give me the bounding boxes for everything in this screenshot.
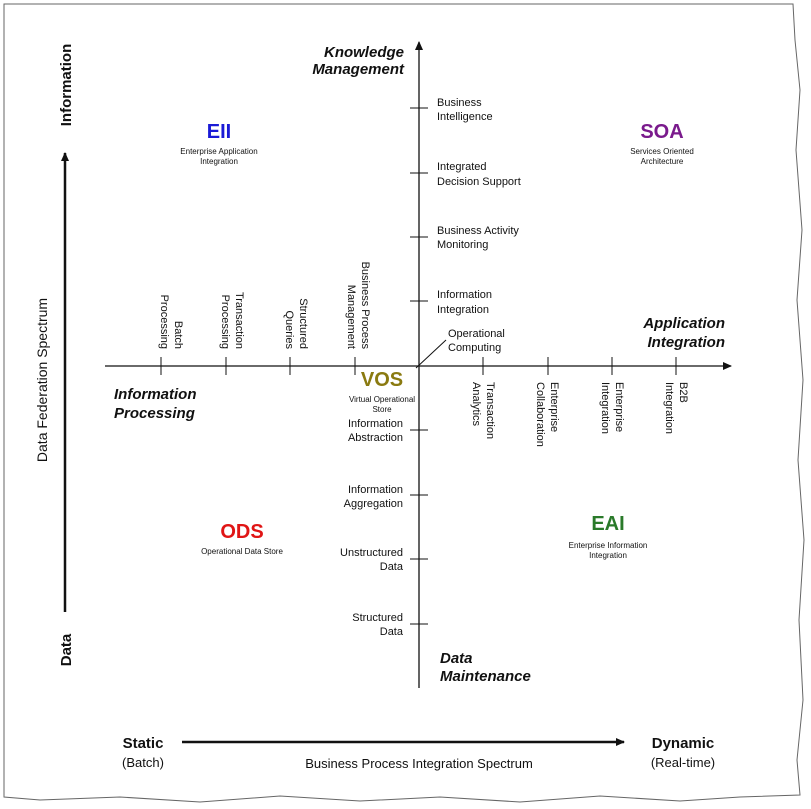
up-label-3a: Business Activity (437, 225, 519, 237)
right-label-4b: Integration (663, 382, 675, 434)
down-label-1a: Information (348, 418, 403, 430)
vos-desc-2: Store (372, 405, 392, 414)
left-label-3a: Structured (297, 298, 309, 349)
left-label-1b: Processing (158, 295, 170, 349)
left-axis-title-1: Information (114, 386, 197, 403)
paper-frame (3, 3, 805, 803)
operational-label-1: Operational (448, 328, 505, 340)
down-label-2b: Aggregation (344, 498, 403, 510)
left-label-2b: Processing (219, 295, 231, 349)
soa-desc-2: Architecture (641, 157, 684, 166)
soa-desc-1: Services Oriented (630, 147, 694, 156)
bottom-static: Static (123, 735, 164, 752)
left-label-1a: Batch (172, 321, 184, 349)
left-label-2a: Transaction (233, 292, 245, 349)
left-label-4b: Management (345, 285, 357, 349)
down-label-1b: Abstraction (348, 432, 403, 444)
up-label-4b: Integration (437, 304, 489, 316)
bottom-axis-title-2: Maintenance (440, 668, 531, 685)
operational-label-2: Computing (448, 342, 501, 354)
eai-abbr: EAI (591, 513, 624, 535)
side-data: Data (58, 633, 75, 666)
eai-desc-1: Enterprise Information (569, 541, 648, 550)
bottom-axis-title-1: Data (440, 650, 473, 667)
bottom-dynamic: Dynamic (652, 735, 715, 752)
right-label-3b: Integration (599, 382, 611, 434)
eii-abbr: EII (207, 121, 231, 143)
bottom-batch: (Batch) (122, 755, 164, 770)
right-label-3a: Enterprise (613, 382, 625, 432)
bottom-spectrum: Business Process Integration Spectrum (305, 756, 533, 771)
eai-desc-2: Integration (589, 551, 627, 560)
up-label-1b: Intelligence (437, 111, 493, 123)
eii-desc-1: Enterprise Application (180, 147, 257, 156)
side-spectrum: Data Federation Spectrum (34, 298, 50, 462)
up-label-1a: Business (437, 97, 482, 109)
right-label-1a: Transaction (484, 382, 496, 439)
right-label-2a: Enterprise (548, 382, 560, 432)
left-axis-title-2: Processing (114, 405, 195, 422)
down-label-4a: Structured (352, 612, 403, 624)
up-label-2b: Decision Support (437, 176, 521, 188)
right-label-2b: Collaboration (534, 382, 546, 447)
eii-desc-2: Integration (200, 157, 238, 166)
side-information: Information (58, 44, 75, 127)
right-label-1b: Analytics (470, 382, 482, 427)
left-label-4a: Business Process (359, 262, 371, 350)
down-label-4b: Data (380, 626, 404, 638)
bottom-realtime: (Real-time) (651, 755, 715, 770)
up-label-3b: Monitoring (437, 239, 488, 251)
down-label-2a: Information (348, 484, 403, 496)
up-label-4a: Information (437, 289, 492, 301)
down-label-3a: Unstructured (340, 547, 403, 559)
right-axis-title-2: Integration (648, 334, 726, 351)
top-axis-title-1: Knowledge (324, 44, 404, 61)
left-label-3b: Queries (283, 310, 295, 349)
vos-desc-1: Virtual Operational (349, 395, 415, 404)
right-label-4a: B2B (677, 382, 689, 403)
soa-abbr: SOA (640, 121, 683, 143)
ods-desc-1: Operational Data Store (201, 547, 283, 556)
down-label-3b: Data (380, 561, 404, 573)
up-label-2a: Integrated (437, 161, 487, 173)
operational-pointer (415, 339, 447, 369)
vos-abbr: VOS (361, 369, 403, 391)
top-axis-title-2: Management (312, 61, 405, 78)
ods-abbr: ODS (220, 521, 263, 543)
right-axis-title-1: Application (642, 315, 725, 332)
